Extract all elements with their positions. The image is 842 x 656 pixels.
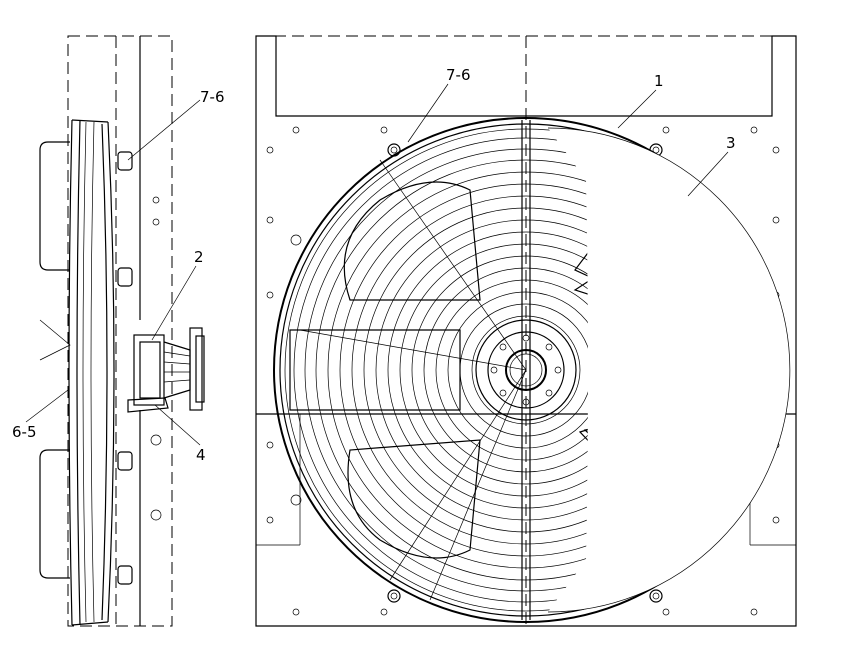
front-view: 7-6 1 3 (255, 35, 797, 627)
fan-hub (475, 319, 577, 421)
callout-3: 3 (726, 134, 736, 152)
callout-1: 1 (654, 72, 664, 90)
shroud-ring-outer (68, 119, 73, 626)
blade-profile-mid (39, 319, 71, 361)
guard-ring (90, 121, 95, 623)
mounting-lugs (117, 151, 133, 585)
callout-7-6-side: 7-6 (200, 88, 225, 106)
shroud-top (71, 119, 109, 123)
frame-holes (266, 126, 780, 616)
side-view: 7-6 2 6-5 4 (12, 35, 225, 627)
blade-profile-bottom (39, 449, 70, 579)
shroud-ring-back (107, 121, 115, 623)
callout-2: 2 (194, 248, 204, 266)
guard-struts (299, 120, 531, 620)
guard-ring (82, 121, 87, 623)
callout-6-5: 6-5 (12, 423, 37, 441)
blade-behind (343, 181, 481, 301)
blade-behind (347, 439, 481, 559)
shroud-bottom (71, 621, 109, 626)
callout-7-6-front: 7-6 (446, 66, 471, 84)
frame-holes (150, 196, 162, 521)
blade-behind (289, 329, 461, 411)
shroud-ring-back-inner (101, 123, 108, 621)
shroud-ring (76, 119, 81, 626)
blade-profile-top (39, 141, 70, 271)
motor-hub (127, 327, 205, 413)
callout-4: 4 (196, 446, 206, 464)
side-frame-outline (67, 35, 173, 627)
